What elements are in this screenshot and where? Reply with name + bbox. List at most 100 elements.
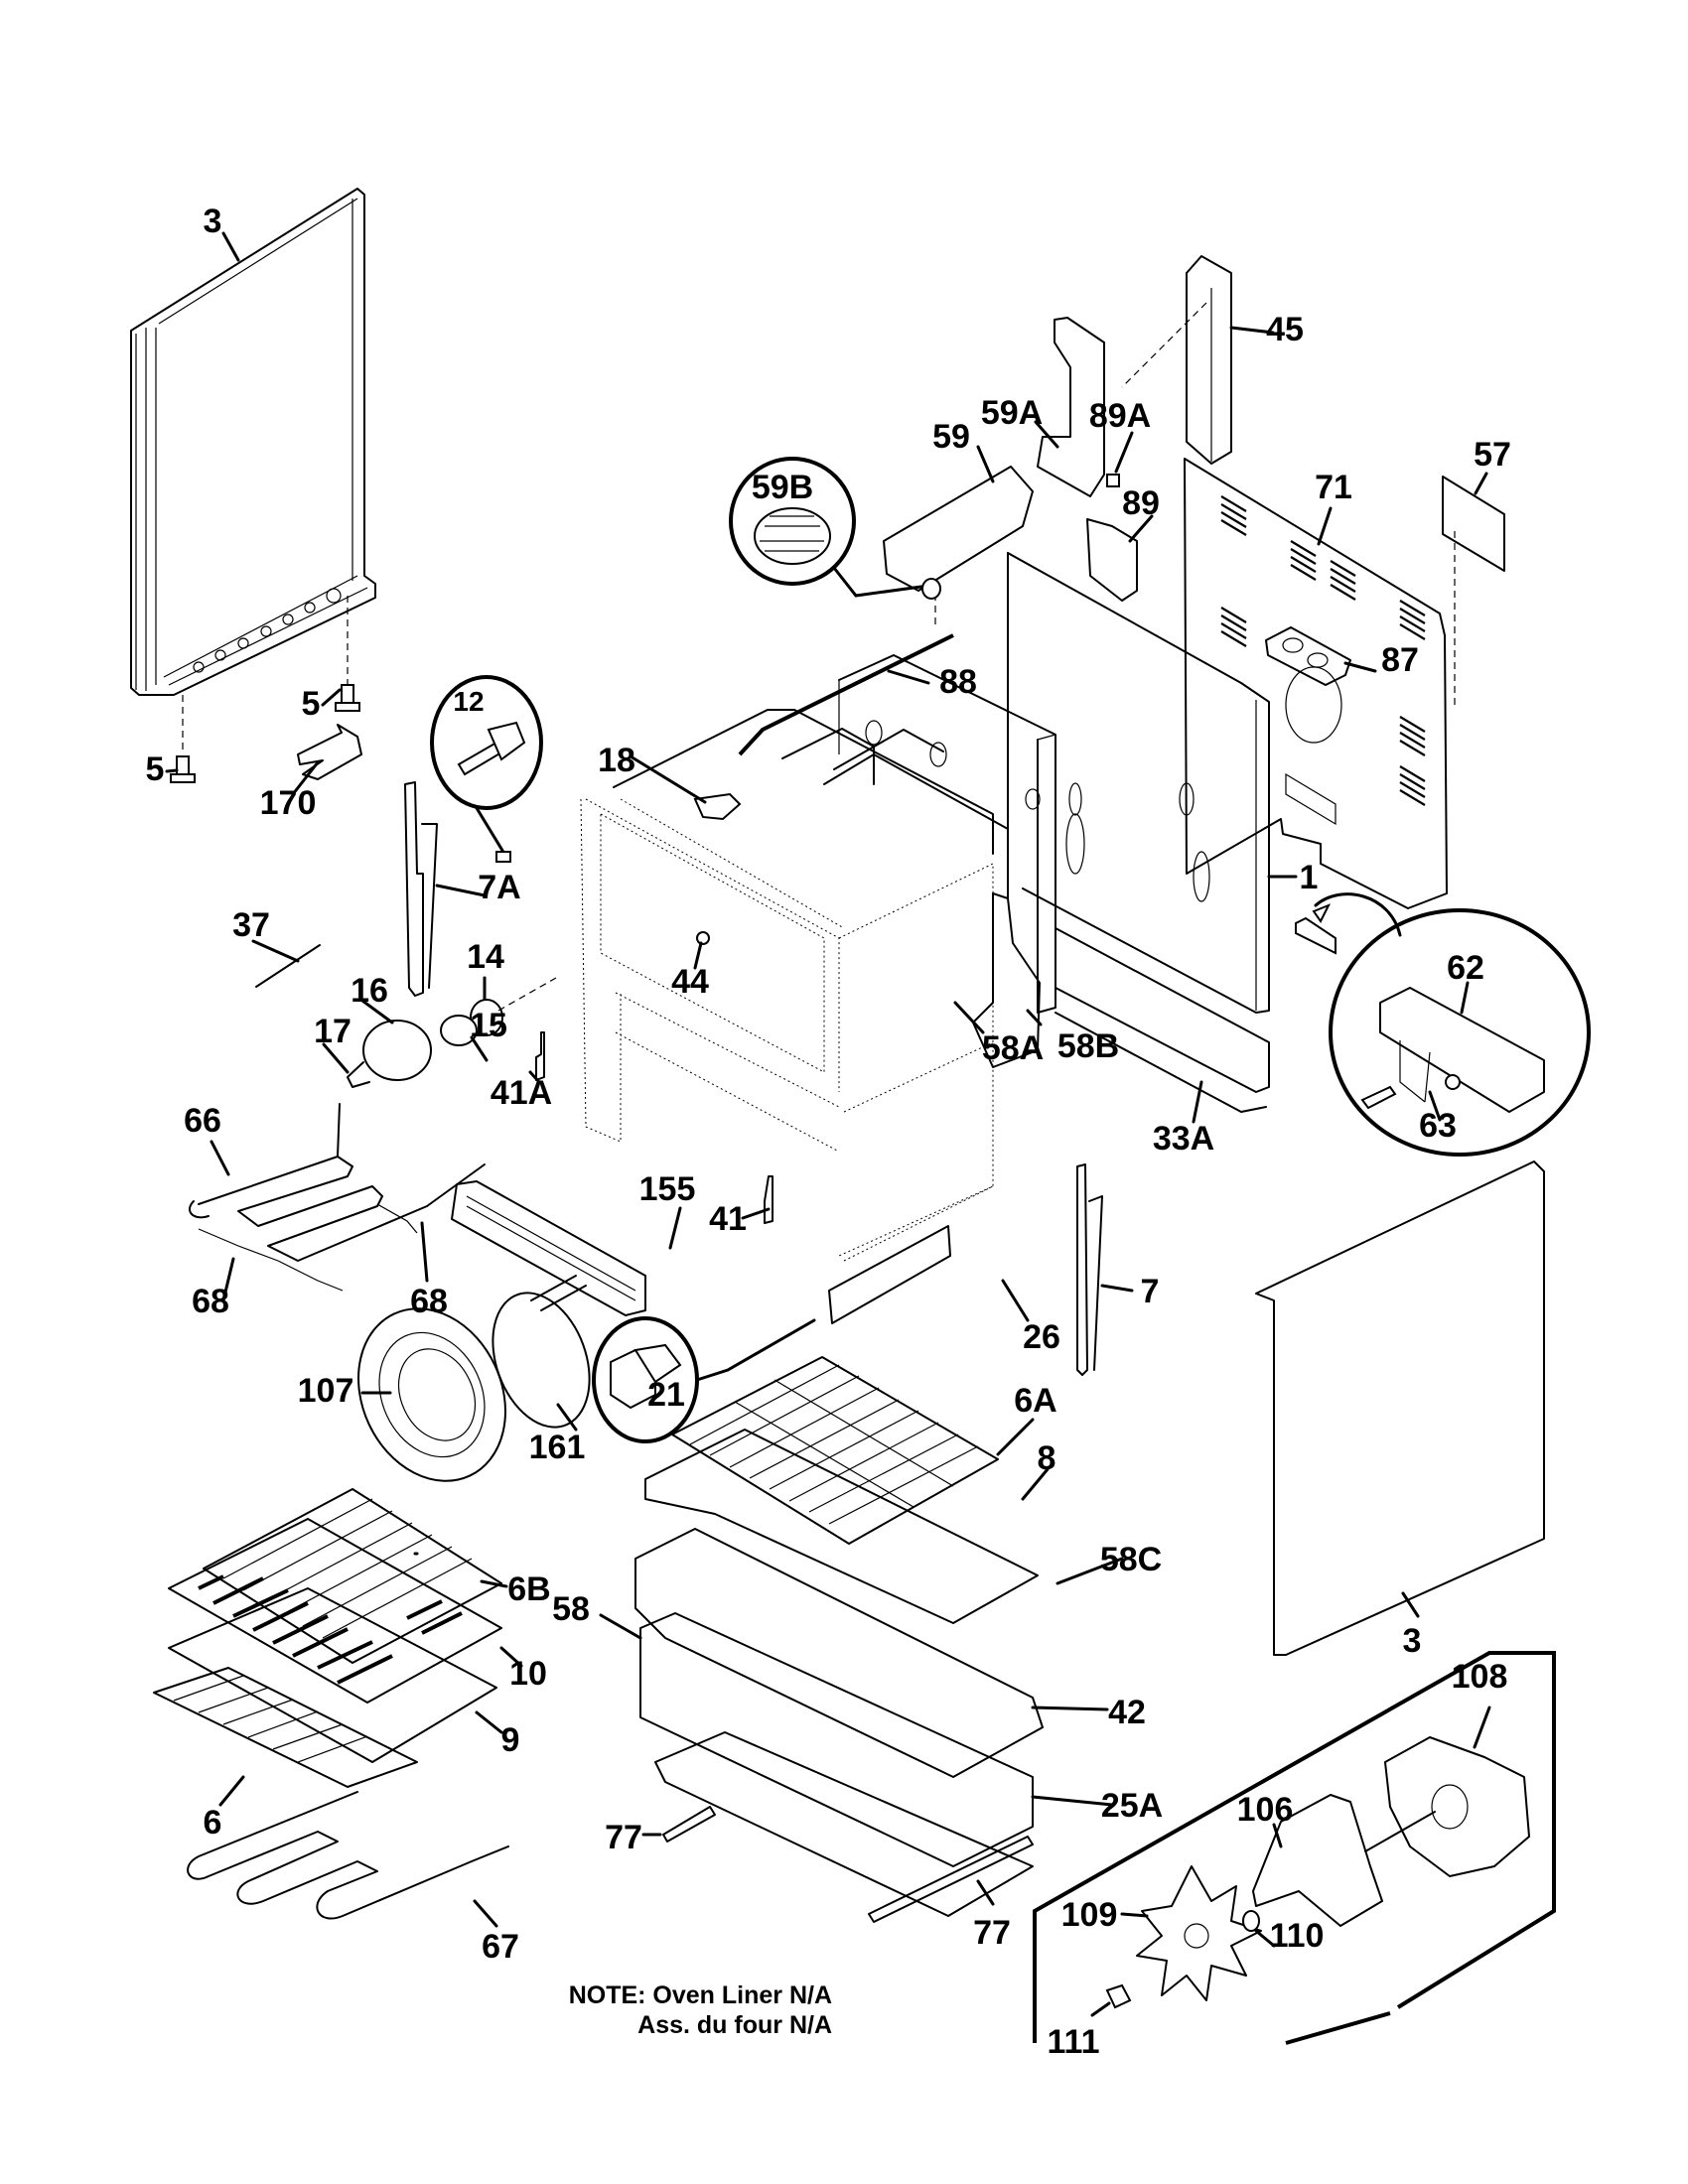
callout-14: 14 <box>467 938 504 976</box>
callout-7A: 7A <box>478 869 520 906</box>
part-155-vent-trim <box>451 1180 682 1316</box>
fan-motor-assembly-box <box>1033 1651 1556 2045</box>
part-58C-insulation <box>634 1528 1124 1778</box>
callout-5-upper: 5 <box>302 685 321 723</box>
part-89A-clip <box>1106 431 1134 487</box>
part-110-washer <box>1242 1910 1276 1948</box>
callout-89A: 89A <box>1089 397 1151 435</box>
part-107-fan-cover <box>357 1307 506 1482</box>
part-6-oven-rack <box>153 1667 418 1807</box>
part-59A-duct <box>1034 317 1105 497</box>
callout-58: 58 <box>552 1590 590 1628</box>
note-line-2: Ass. du four N/A <box>637 2011 832 2039</box>
callout-58A: 58A <box>982 1029 1044 1067</box>
callout-25A: 25A <box>1101 1787 1163 1825</box>
callout-107: 107 <box>298 1372 354 1410</box>
callout-6: 6 <box>204 1804 222 1842</box>
part-6A-oven-rack <box>671 1356 1035 1545</box>
part-58-insulation <box>599 1612 1034 1867</box>
note-block: NOTE: Oven Liner N/A Ass. du four N/A <box>569 1981 832 2039</box>
callout-87: 87 <box>1381 641 1419 679</box>
part-59-duct <box>883 445 1034 625</box>
callout-88: 88 <box>939 663 977 701</box>
part-45-duct <box>1121 255 1275 465</box>
part-33A-bracket <box>1055 927 1270 1124</box>
callout-16: 16 <box>351 972 388 1010</box>
callout-106: 106 <box>1237 1791 1294 1829</box>
callout-44: 44 <box>671 963 709 1001</box>
part-3-right-side-panel <box>1255 1160 1545 1656</box>
callout-15: 15 <box>470 1007 507 1044</box>
part-77-slide-lower <box>868 1836 1034 1923</box>
callout-77-mid: 77 <box>605 1819 642 1856</box>
part-77-slide-mid <box>641 1806 716 1843</box>
part-8-broil-pan-tray <box>644 1429 1050 1624</box>
part-89-bracket <box>1086 514 1154 602</box>
callout-58B: 58B <box>1057 1027 1119 1065</box>
callout-21: 21 <box>647 1376 685 1414</box>
callout-57: 57 <box>1474 436 1511 474</box>
callout-68-left: 68 <box>192 1283 229 1320</box>
callout-9: 9 <box>501 1721 520 1759</box>
part-12-detail-circle <box>430 675 543 863</box>
callout-66: 66 <box>184 1102 221 1140</box>
callout-68-right: 68 <box>410 1283 448 1320</box>
part-25A-panel <box>654 1731 1114 1917</box>
callout-155: 155 <box>639 1170 696 1208</box>
part-44-sensor <box>693 931 710 970</box>
callout-71: 71 <box>1315 469 1352 506</box>
part-59B-detail-circle <box>729 457 941 600</box>
part-7A-rack-support <box>404 781 487 997</box>
callout-62: 62 <box>1447 949 1484 987</box>
callout-10: 10 <box>509 1655 547 1693</box>
callout-6B: 6B <box>507 1570 550 1608</box>
callout-77-lower: 77 <box>973 1914 1011 1952</box>
callout-42: 42 <box>1108 1694 1146 1731</box>
part-26-bracket <box>828 1225 1030 1324</box>
callout-18: 18 <box>598 742 635 779</box>
callout-59A: 59A <box>981 394 1043 432</box>
callout-59: 59 <box>932 418 970 456</box>
part-5-leveling-screws <box>165 596 360 783</box>
callout-111: 111 <box>1048 2023 1100 2061</box>
callout-59B: 59B <box>752 469 813 506</box>
part-9-broil-pan <box>168 1587 503 1763</box>
part-66-bake-element <box>189 1103 486 1262</box>
callout-17: 17 <box>314 1013 352 1050</box>
part-41A-bracket <box>528 1031 545 1084</box>
part-106-bracket <box>1252 1794 1383 1927</box>
callout-63: 63 <box>1419 1107 1457 1145</box>
part-42-panel <box>1031 1706 1109 1711</box>
part-18-clip <box>629 754 742 821</box>
part-oven-light-assembly <box>322 976 557 1088</box>
part-87-gasket <box>1265 626 1377 686</box>
part-67-broil-element <box>187 1791 509 1928</box>
callout-41: 41 <box>709 1200 747 1238</box>
oven-cavity-frame <box>580 654 1056 1262</box>
callout-33A: 33A <box>1153 1120 1214 1158</box>
callout-89: 89 <box>1122 484 1160 522</box>
part-21-detail-circle <box>592 1316 816 1443</box>
callout-109: 109 <box>1061 1896 1118 1934</box>
callout-170: 170 <box>260 784 317 822</box>
callout-3-left: 3 <box>204 203 222 240</box>
callout-58C: 58C <box>1100 1541 1162 1578</box>
callout-161: 161 <box>529 1429 586 1466</box>
callout-7: 7 <box>1141 1273 1160 1310</box>
callout-26: 26 <box>1023 1318 1060 1356</box>
part-71-rear-cover <box>1184 458 1448 909</box>
part-1-back-panel <box>1007 552 1298 1014</box>
part-62-63-terminal-detail <box>1295 892 1591 1157</box>
part-7-rack-support <box>1076 1163 1134 1376</box>
callout-12: 12 <box>453 686 484 717</box>
part-3-left-side-panel <box>130 188 376 696</box>
note-line-1: NOTE: Oven Liner N/A <box>569 1981 832 2009</box>
callout-110: 110 <box>1270 1917 1325 1955</box>
part-161-convection-element <box>492 1275 591 1432</box>
callout-labels: 3 45 59A 89A 59 57 59B 71 89 88 87 5 5 1… <box>146 203 1511 2061</box>
part-108-fan-motor <box>1364 1706 1530 1877</box>
callout-45: 45 <box>1266 311 1304 348</box>
part-10-broil-pan-grid <box>168 1518 523 1704</box>
part-170-bracket <box>291 724 362 796</box>
